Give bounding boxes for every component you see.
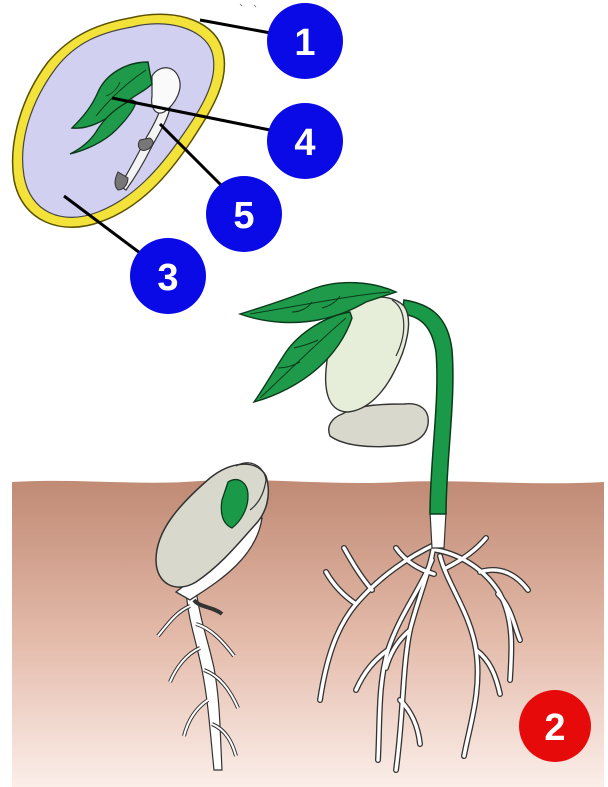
speck bbox=[240, 4, 242, 6]
marker-2: 2 bbox=[519, 690, 591, 762]
marker-5: 5 bbox=[206, 176, 282, 252]
marker-2-label: 2 bbox=[544, 707, 565, 749]
marker-3: 3 bbox=[130, 238, 206, 314]
marker-1: 1 bbox=[267, 3, 343, 79]
marker-4: 4 bbox=[267, 103, 343, 179]
marker-4-label: 4 bbox=[294, 122, 315, 164]
marker-3-label: 3 bbox=[157, 257, 178, 299]
grown-seedling-stem-base bbox=[430, 512, 446, 548]
marker-5-label: 5 bbox=[233, 195, 254, 237]
speck bbox=[254, 5, 256, 7]
marker-1-label: 1 bbox=[294, 22, 315, 64]
